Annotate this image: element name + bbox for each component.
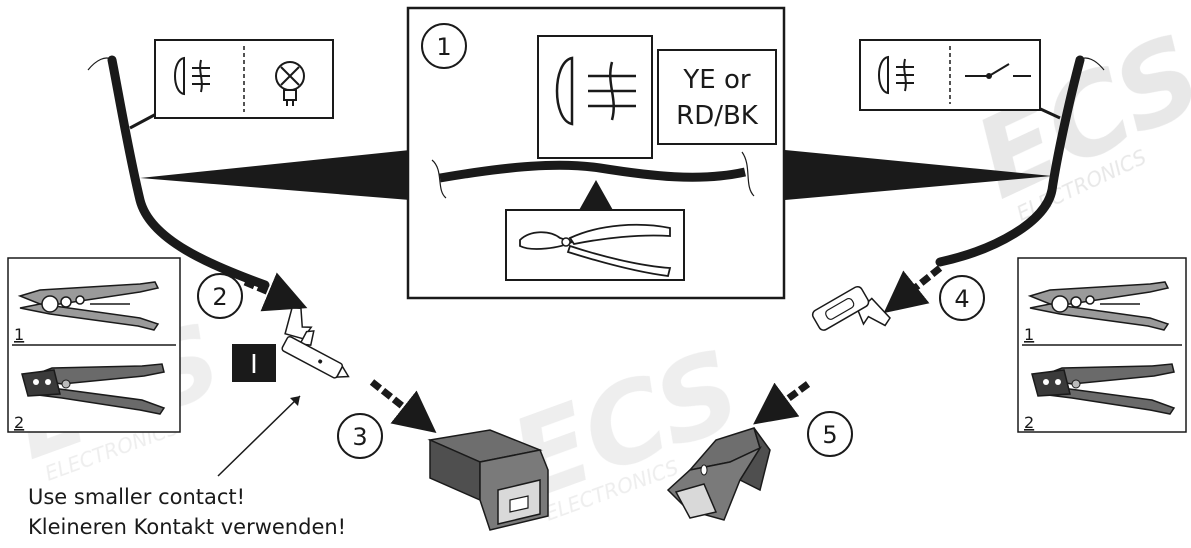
cutter-pliers-icon — [519, 223, 672, 277]
step-number-4: 4 — [954, 285, 969, 313]
left-tool-panel: 1 2 — [7, 257, 181, 433]
crimp-contact-right — [811, 285, 891, 331]
pointer-left — [140, 150, 410, 200]
left-function-label — [154, 39, 334, 119]
step-number-1: 1 — [436, 33, 451, 61]
arrow-step-4 — [883, 265, 943, 314]
step-circle-2 — [197, 273, 243, 319]
fog-light-icon — [555, 56, 636, 126]
step-number-5: 5 — [822, 421, 837, 449]
switch-icon — [965, 63, 1031, 79]
step-circle-5 — [807, 411, 853, 457]
tool-label-2: 2 — [14, 413, 24, 432]
arrow-step-3 — [369, 379, 437, 434]
connector-housing-right — [666, 427, 771, 521]
pointer-right — [785, 150, 1052, 200]
fog-light-icon — [878, 55, 914, 95]
note-line-1: Use smaller contact! — [28, 485, 245, 509]
connector-housing-left — [427, 429, 549, 531]
wire-segment — [439, 160, 746, 183]
fog-light-icon — [174, 56, 210, 96]
tool-label-1: 1 — [14, 325, 24, 344]
step-circle-4 — [939, 275, 985, 321]
wire-color-line2: RD/BK — [676, 101, 759, 131]
step-number-3: 3 — [352, 423, 367, 451]
right-function-label — [859, 39, 1041, 111]
note-line-2: Kleineren Kontakt verwenden! — [28, 515, 346, 539]
contact-type-badge-label: I — [250, 350, 258, 380]
step-number-2: 2 — [212, 283, 227, 311]
arrow-step-2 — [243, 272, 308, 312]
contact-type-badge — [232, 344, 276, 382]
right-tool-panel: 1 2 — [1017, 257, 1187, 433]
tool-label-2: 2 — [1024, 413, 1034, 432]
cut-wire-panel: 1 YE or RD/BK — [406, 6, 786, 300]
tool-label-1: 1 — [1024, 325, 1034, 344]
note-pointer — [217, 395, 301, 477]
wire-color-line1: YE or — [682, 65, 750, 95]
bulb-icon — [275, 61, 305, 106]
step-circle-3 — [337, 413, 383, 459]
crimp-contact-left — [281, 307, 350, 379]
arrow-step-5 — [753, 381, 811, 425]
